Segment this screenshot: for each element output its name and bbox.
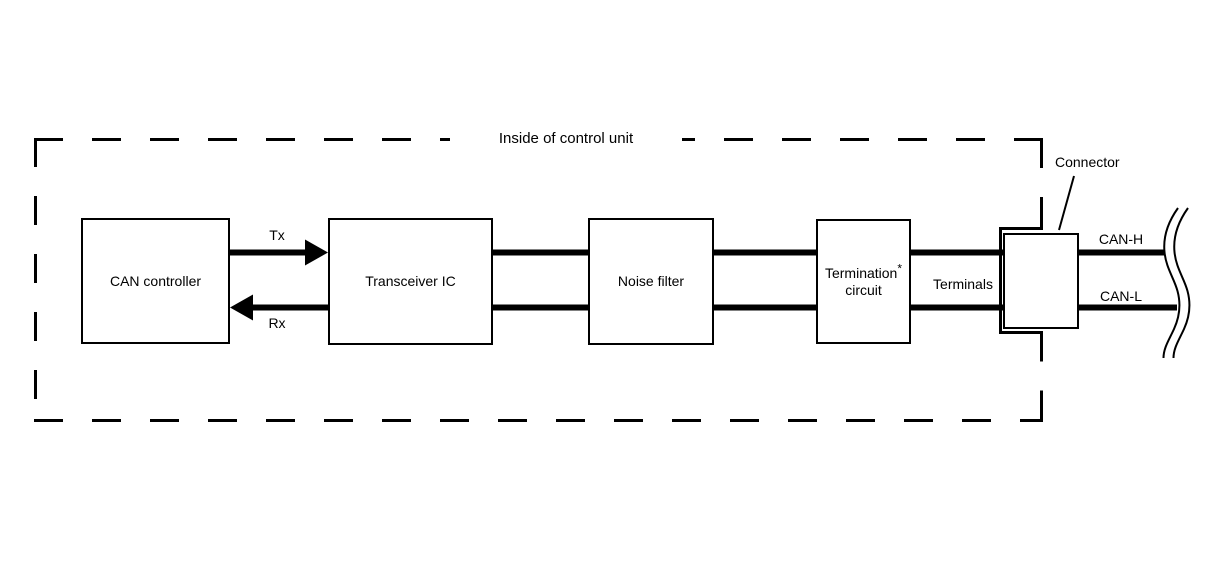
cable-break-squiggle-right	[1172, 207, 1191, 359]
termination-circuit-label: Termination* circuit	[824, 262, 902, 299]
connector-body	[1003, 233, 1079, 329]
diagram-title: Inside of control unit	[450, 130, 682, 147]
can-controller-block: CAN controller	[81, 218, 230, 344]
cable-break-squiggle-left	[1162, 207, 1181, 359]
tx-label: Tx	[269, 227, 285, 243]
connector-leader-line	[1058, 175, 1075, 231]
rx-label: Rx	[268, 315, 286, 331]
rx-arrowhead-icon	[230, 294, 253, 321]
terminals-label: Terminals	[933, 276, 993, 292]
noise-filter-label: Noise filter	[617, 273, 685, 289]
can-h-label: CAN-H	[1098, 231, 1144, 247]
termination-footnote-asterisk: *	[897, 260, 903, 275]
connector-label: Connector	[1055, 154, 1120, 170]
termination-label-line2: circuit	[845, 281, 882, 298]
termination-circuit-block: Termination* circuit	[816, 219, 911, 344]
connector-housing-bracket	[999, 227, 1043, 334]
transceiver-ic-label: Transceiver IC	[365, 273, 456, 289]
can-l-label: CAN-L	[1099, 288, 1142, 304]
can-controller-label: CAN controller	[109, 272, 202, 289]
tx-arrowhead-icon	[305, 239, 328, 266]
transceiver-ic-block: Transceiver IC	[328, 218, 493, 345]
noise-filter-block: Noise filter	[588, 218, 714, 345]
termination-label-line1: Termination	[824, 264, 898, 281]
